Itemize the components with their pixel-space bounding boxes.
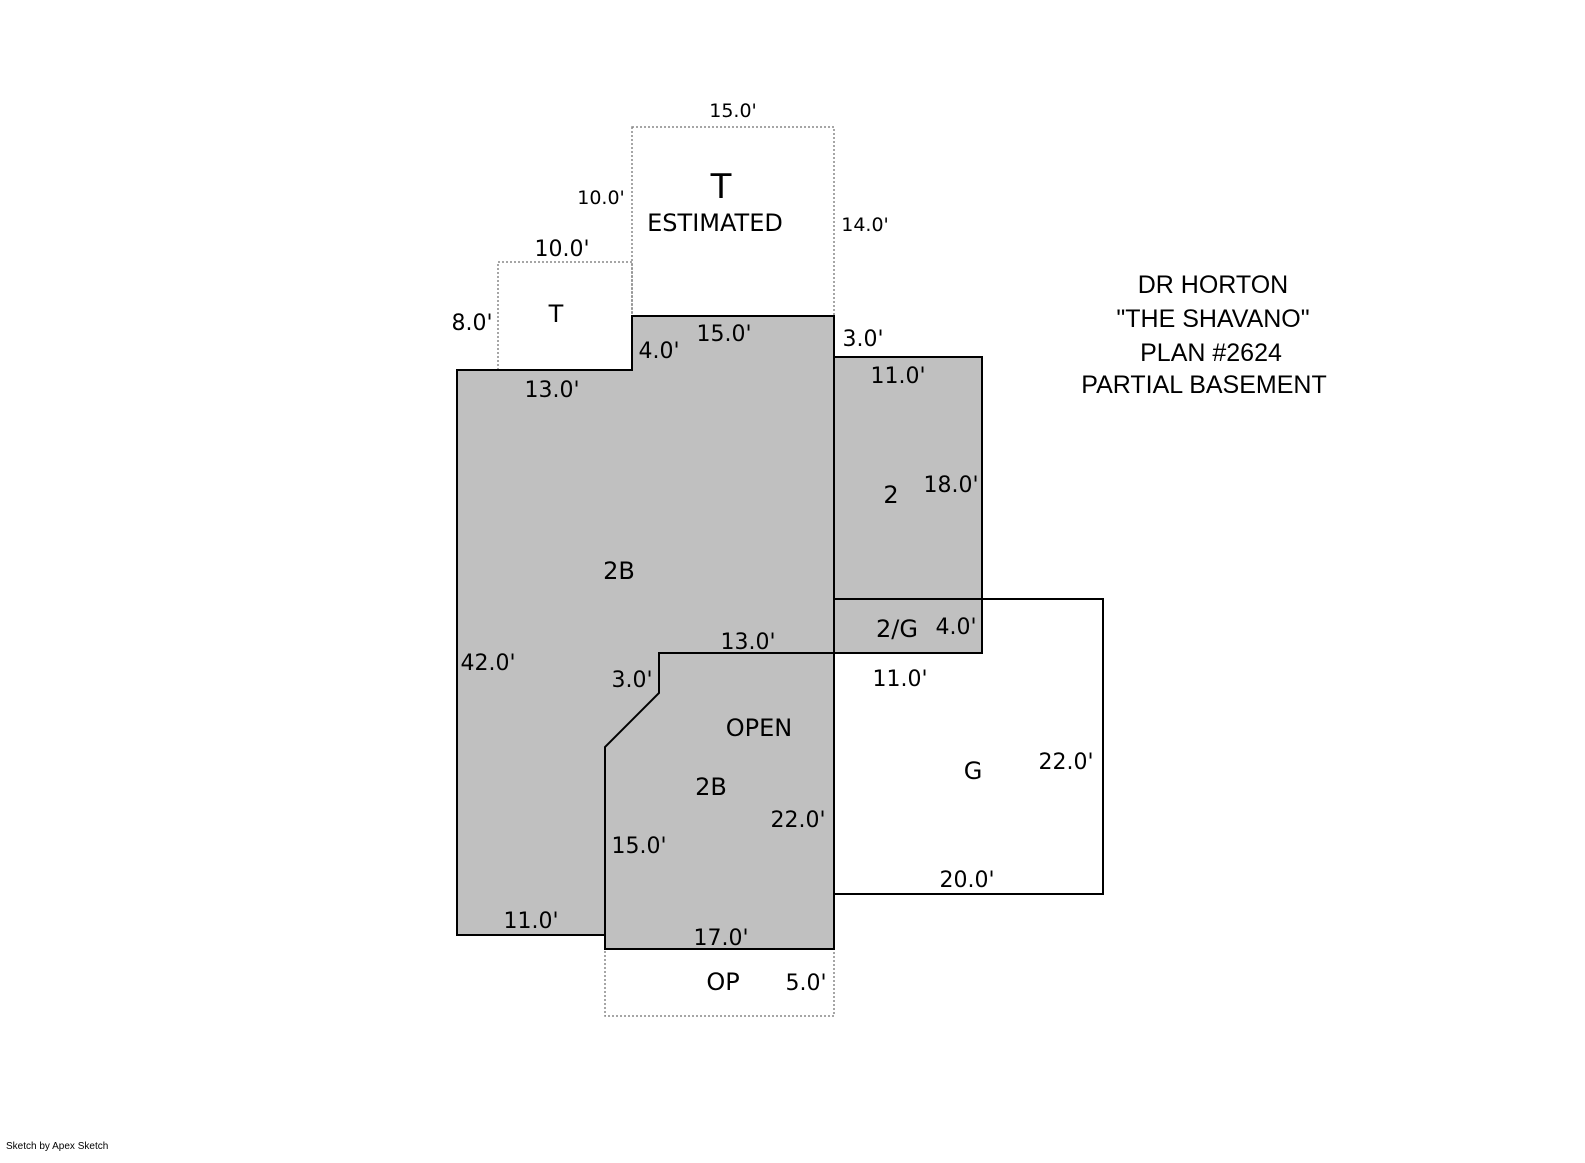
- dim: 3.0': [611, 668, 652, 693]
- label-2b: 2B: [603, 557, 635, 585]
- label-t-estimated: T: [710, 167, 732, 207]
- dim: 17.0': [693, 926, 748, 951]
- dim: 18.0': [923, 473, 978, 498]
- dim: 11.0': [503, 909, 558, 934]
- label-2b-open: 2B: [695, 773, 727, 801]
- label-2: 2: [883, 481, 898, 509]
- title-line-4: PARTIAL BASEMENT: [1081, 371, 1326, 399]
- label-op: OP: [706, 968, 739, 996]
- dim: 4.0': [935, 615, 976, 640]
- label-open: OPEN: [726, 714, 792, 742]
- credit-text: Sketch by Apex Sketch: [6, 1141, 108, 1152]
- title-line-3: PLAN #2624: [1140, 339, 1282, 367]
- dim: 3.0': [842, 327, 883, 352]
- label-g: G: [964, 757, 983, 785]
- label-2g: 2/G: [876, 615, 918, 643]
- area-2: [833, 356, 983, 654]
- dim: 42.0': [460, 651, 515, 676]
- area-t-small: [497, 261, 633, 371]
- dim: 14.0': [841, 214, 889, 236]
- area-main-2b: [456, 315, 835, 950]
- dim: 20.0': [939, 868, 994, 893]
- dim: 13.0': [720, 630, 775, 655]
- dim: 4.0': [638, 339, 679, 364]
- dim: 22.0': [1038, 750, 1093, 775]
- label-t-small: T: [548, 300, 564, 328]
- title-line-1: DR HORTON: [1138, 271, 1288, 299]
- dim: 10.0': [534, 237, 589, 262]
- dim: 5.0': [785, 971, 826, 996]
- dim: 13.0': [524, 378, 579, 403]
- title-line-2: "THE SHAVANO": [1116, 305, 1309, 333]
- dim: 15.0': [611, 834, 666, 859]
- label-estimated: ESTIMATED: [647, 209, 783, 237]
- dim: 22.0': [770, 808, 825, 833]
- dim: 15.0': [696, 322, 751, 347]
- dim: 15.0': [709, 100, 757, 122]
- divider-open: [604, 652, 834, 935]
- dim: 8.0': [451, 311, 492, 336]
- dim: 11.0': [870, 364, 925, 389]
- dim: 11.0': [872, 667, 927, 692]
- dim: 10.0': [577, 187, 625, 209]
